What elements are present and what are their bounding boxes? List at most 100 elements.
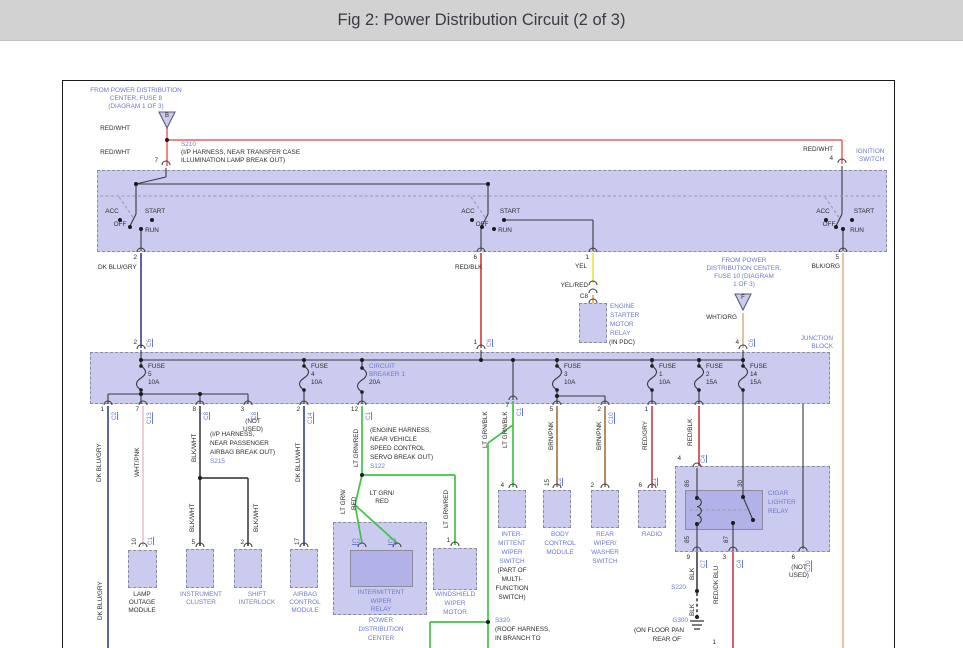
radio-label: RADIO (642, 532, 662, 539)
pin-4d: 4 (500, 483, 504, 490)
from-pdc-fuse8-1: FROM POWER DISTRIBUTION (90, 88, 182, 95)
conn-c1c[interactable]: C1 (652, 478, 659, 486)
wire-wht-org: WHT/ORG (706, 315, 737, 322)
junction-dot (741, 358, 745, 362)
pin-3b: 3 (722, 555, 726, 562)
junction-dot (302, 358, 306, 362)
pin-2f: 2 (240, 540, 244, 547)
junction-dot (492, 227, 496, 231)
wire-lt-grn-3a: LT GRN/ (370, 491, 395, 498)
conn-c2c[interactable]: C2 (352, 539, 360, 546)
splice-s215[interactable]: S215 (210, 459, 225, 466)
wire-dk-blu-gry-1: DK BLU/GRY (98, 265, 137, 272)
s215-note-2: NEAR PASSENGER (210, 441, 269, 448)
conn-c1b[interactable]: C1 (517, 408, 524, 416)
conn-c3[interactable]: C3 (388, 539, 396, 546)
not-used-3: (NOT (791, 565, 807, 572)
int-wiper-switch-1: INTER- (501, 532, 522, 539)
wire-brn-pnk-1: BRN/PNK (549, 422, 556, 450)
fuse-1-dot-top (650, 364, 654, 368)
splice-s122[interactable]: S122 (370, 464, 385, 471)
junction-dot (486, 182, 490, 186)
wire-dk-blu-wht: DK BLU/WHT (296, 443, 303, 482)
splice-s320[interactable]: S320 (495, 618, 510, 625)
pdc-2: DISTRIBUTION (358, 627, 403, 634)
not-used-1: (NOT (245, 419, 261, 426)
junction-dot (198, 476, 202, 480)
wire-red-blk-2: RED/BLK (688, 419, 695, 446)
fuse3-1: FUSE (564, 364, 581, 371)
conn-c6-3[interactable]: C6 (749, 339, 756, 347)
pin-2e: 2 (590, 483, 594, 490)
pin-6c: 6 (638, 483, 642, 490)
pin-8: 8 (192, 407, 196, 414)
wire-lt-grn-3b: RED (375, 499, 389, 506)
lamp-outage-3: MODULE (128, 608, 155, 615)
wire-sw3-arm (836, 214, 842, 226)
conn-c10a[interactable]: C10 (609, 412, 616, 424)
conn-c13[interactable]: C13 (147, 412, 154, 424)
conn-c2[interactable]: C2 (112, 412, 119, 420)
pin-5c: 5 (191, 540, 195, 547)
junction-dot (128, 225, 132, 229)
sw3-start: START (854, 209, 874, 216)
fuse4-3: 10A (311, 380, 322, 387)
conn-c6-1[interactable]: C6 (147, 339, 154, 347)
s210-note-2: ILLUMINATION LAMP BREAK OUT) (181, 158, 285, 165)
pin-6a: 6 (473, 255, 477, 262)
from-pdc-fuse10-1: FROM POWER (722, 258, 767, 265)
junction-dot (650, 358, 654, 362)
pin-1e: 1 (446, 538, 450, 545)
airbag-2: CONTROL (289, 600, 320, 607)
fuse4-1: FUSE (311, 364, 328, 371)
conn-c2b[interactable]: C2 (557, 478, 564, 486)
not-used-4: USED) (789, 573, 809, 580)
cb1-1: CIRCUIT (369, 364, 395, 371)
triangle-b-letter: B (165, 113, 169, 119)
wire-brn-pnk-2: BRN/PNK (597, 422, 604, 450)
junction-dot (470, 218, 474, 222)
conn-c4b[interactable]: C4 (737, 560, 744, 568)
splice-s220[interactable]: S220 (671, 585, 686, 592)
sw3-off: OFF (823, 222, 836, 229)
g300-note-1: (ON FLOOR PAN (634, 628, 684, 635)
ground-g300[interactable]: G300 (672, 618, 688, 625)
bcm-2: CONTROL (544, 541, 575, 548)
conn-c8a[interactable]: C8 (204, 412, 211, 420)
fuse3-2: 3 (564, 372, 568, 379)
conn-c14[interactable]: C14 (308, 412, 315, 424)
junction-dot (139, 358, 143, 362)
wire-lt-grn-2a: LT GRN/ (341, 489, 348, 514)
wire-blk-wht-3: BLK/WHT (254, 504, 261, 532)
pin-17: 17 (295, 538, 302, 545)
fuse2-1: FUSE (706, 364, 723, 371)
cigar-relay-2: LIGHTER (768, 500, 796, 507)
pin-6b: 6 (791, 555, 795, 562)
splice-s210[interactable]: S210 (181, 142, 196, 149)
conn-c1d[interactable]: C1 (148, 537, 155, 545)
junction-block-2: BLOCK (811, 344, 833, 351)
wire-blk-1: BLK (690, 568, 697, 580)
junction-dot (741, 495, 745, 499)
junction-dot (139, 392, 143, 396)
wire-red-wht-2: RED/WHT (100, 150, 130, 157)
ignition-switch-1: IGNITION (856, 149, 884, 156)
int-wiper-switch-5: (PART OF (497, 568, 526, 575)
fuse1-2: 1 (659, 372, 663, 379)
sw3-run: RUN (850, 228, 864, 235)
wire-cigar-switch-arm (743, 497, 753, 520)
s215-note-3: AIRBAG BREAK OUT) (210, 450, 275, 457)
fuse-3-symbol (553, 366, 562, 390)
fuse2-3: 15A (706, 380, 717, 387)
conn-c4a[interactable]: C4 (701, 455, 708, 463)
conn-c1a[interactable]: C1 (366, 412, 373, 420)
wire-sw1-link (119, 197, 134, 219)
int-wiper-switch-6: MULTI- (502, 577, 523, 584)
pin-30: 30 (738, 480, 745, 487)
wire-dk-blu-gry-2: DK BLU/GRY (97, 443, 104, 482)
conn-c6-2[interactable]: C6 (487, 339, 494, 347)
s320-note-2: IN BRANCH TO (495, 636, 541, 643)
wire-red-wht-3: RED/WHT (803, 147, 833, 154)
conn-c7[interactable]: C7 (701, 560, 708, 568)
junction-dot (139, 227, 143, 231)
